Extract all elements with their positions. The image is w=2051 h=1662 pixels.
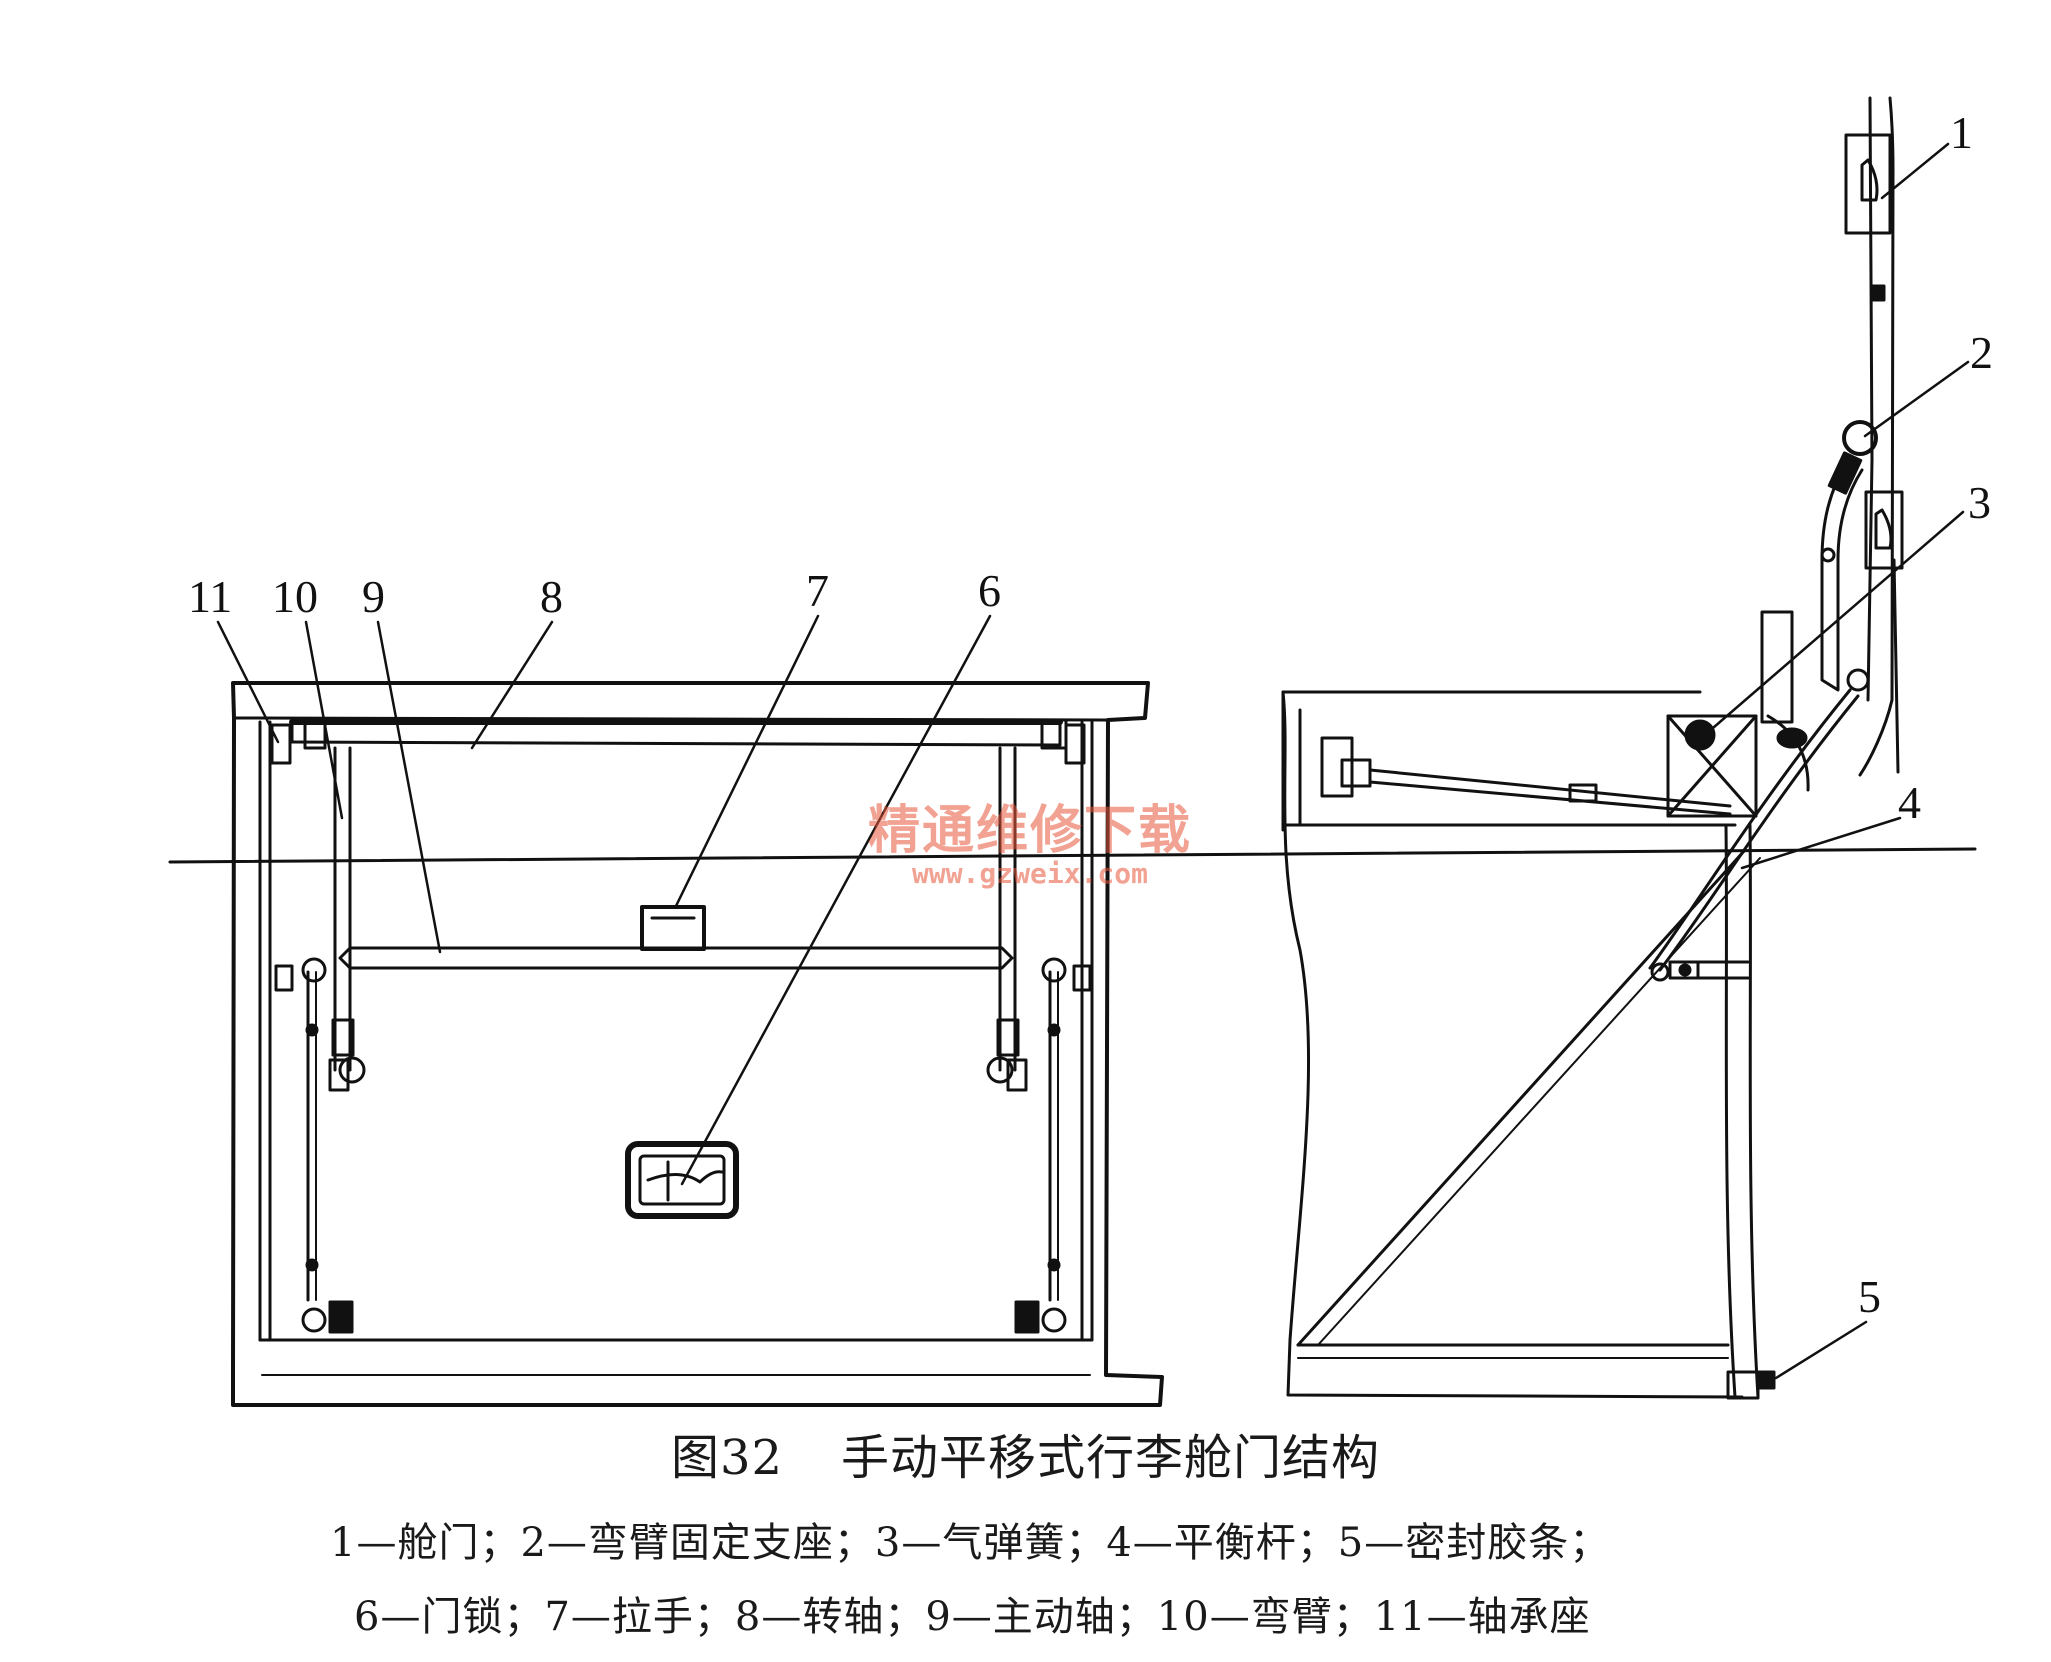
bent-arm-right xyxy=(986,746,1028,1092)
leader-11 xyxy=(216,620,280,744)
legend-line-1: 1—舱门；2—弯臂固定支座；3—气弹簧；4—平衡杆；5—密封胶条； xyxy=(330,1520,1611,1566)
lock-rod-right xyxy=(1014,957,1092,1334)
leader-3 xyxy=(1704,510,1965,736)
datum-line xyxy=(168,847,1977,864)
callout-10: 10 xyxy=(272,571,318,622)
drive-shaft xyxy=(338,946,1014,970)
bearing-seat-left xyxy=(270,723,292,765)
callout-2: 2 xyxy=(1970,327,1993,378)
figure-title: 手动平移式行李舱门结构 xyxy=(841,1430,1381,1486)
door-lock xyxy=(625,1141,739,1219)
leader-5 xyxy=(1774,1320,1868,1380)
lock-rod-left xyxy=(274,957,354,1334)
bent-arm-support xyxy=(1820,420,1878,692)
front-view xyxy=(231,681,1164,1407)
balance-bar xyxy=(1648,688,1860,982)
callout-8: 8 xyxy=(540,571,563,622)
leader-lines xyxy=(216,142,1970,1380)
callout-1: 1 xyxy=(1950,107,1973,158)
leader-8 xyxy=(470,620,554,750)
callout-6: 6 xyxy=(978,565,1001,616)
leader-6 xyxy=(680,614,992,1186)
figure-number: 图32 xyxy=(670,1430,784,1486)
front-outer-frame xyxy=(231,681,1164,1407)
seal-strip xyxy=(1756,1370,1776,1390)
callout-9: 9 xyxy=(362,571,385,622)
bearing-seat-right xyxy=(1064,723,1086,765)
callout-11: 11 xyxy=(188,571,232,622)
side-body-panel xyxy=(1281,690,1744,1399)
leader-7 xyxy=(674,614,820,908)
handle xyxy=(640,905,706,951)
hinge-box xyxy=(1666,610,1810,818)
luggage-door xyxy=(1844,96,1904,777)
callout-7: 7 xyxy=(806,565,829,616)
side-view xyxy=(1281,96,1904,1400)
callout-3: 3 xyxy=(1968,477,1991,528)
leader-1 xyxy=(1880,142,1950,200)
legend-line-2: 6—门锁；7—拉手；8—转轴；9—主动轴；10—弯臂；11—轴承座 xyxy=(354,1594,1591,1640)
leader-4 xyxy=(1740,816,1902,870)
leader-10 xyxy=(304,620,344,820)
leader-9 xyxy=(376,620,442,954)
bent-arm-left xyxy=(328,746,366,1092)
leader-2 xyxy=(1863,360,1970,438)
callout-5: 5 xyxy=(1858,1271,1881,1322)
front-inner-frame xyxy=(258,720,1094,1342)
figure-caption: 图32 手动平移式行李舱门结构 xyxy=(0,1418,2051,1488)
rotating-shaft xyxy=(289,718,1068,750)
gas-spring xyxy=(1320,736,1732,816)
callout-4: 4 xyxy=(1898,777,1921,828)
